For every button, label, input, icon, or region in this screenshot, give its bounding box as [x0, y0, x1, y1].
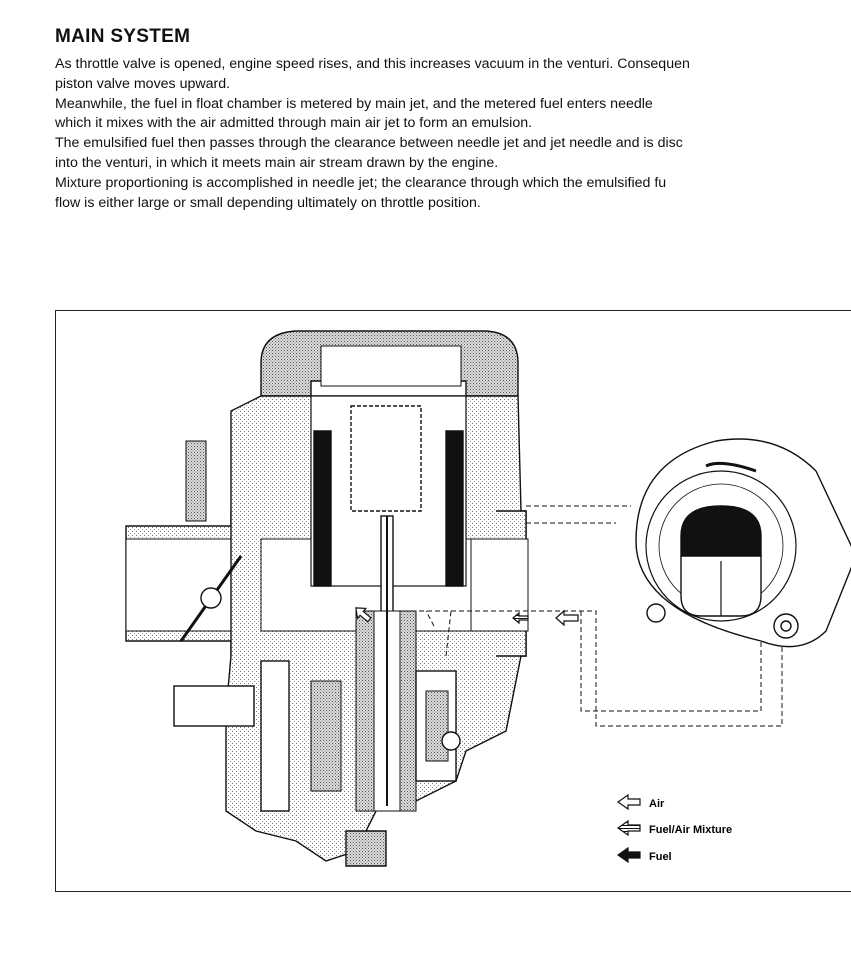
- section-body: As throttle valve is opened, engine spee…: [55, 55, 851, 213]
- paragraph-line: The emulsified fuel then passes through …: [55, 135, 683, 152]
- section-title: MAIN SYSTEM: [55, 26, 191, 47]
- striped-arrow-icon: [616, 819, 641, 837]
- legend-fuel-air-mixture: Fuel/Air Mixture: [616, 819, 732, 837]
- legend-label: Air: [649, 798, 665, 810]
- paragraph-line: Mixture proportioning is accomplished in…: [55, 174, 667, 191]
- paragraph-line: piston valve moves upward.: [55, 75, 231, 92]
- carburetor-diagram: Air Fuel/Air Mixture Fuel: [125, 330, 851, 867]
- paragraph-line: flow is either large or small depending …: [55, 194, 481, 211]
- air-flow-arrows: [355, 607, 579, 627]
- legend-label: Fuel: [649, 851, 672, 863]
- paragraph-line: which it mixes with the air admitted thr…: [55, 115, 533, 132]
- legend-fuel: Fuel: [616, 846, 672, 864]
- flow-legend: Air Fuel/Air Mixture Fuel: [616, 793, 732, 864]
- venturi-side-view: [635, 438, 851, 648]
- carburetor-body: [125, 330, 529, 867]
- solid-arrow-icon: [616, 846, 641, 864]
- carburetor-figure: Air Fuel/Air Mixture Fuel: [55, 310, 851, 892]
- legend-air: Air: [616, 793, 665, 811]
- paragraph-line: Meanwhile, the fuel in float chamber is …: [55, 95, 653, 112]
- passage-lines: [411, 505, 783, 727]
- paragraph-line: As throttle valve is opened, engine spee…: [55, 56, 690, 72]
- legend-label: Fuel/Air Mixture: [649, 824, 732, 836]
- paragraph-line: into the venturi, in which it meets main…: [55, 154, 499, 171]
- hollow-arrow-icon: [616, 793, 641, 811]
